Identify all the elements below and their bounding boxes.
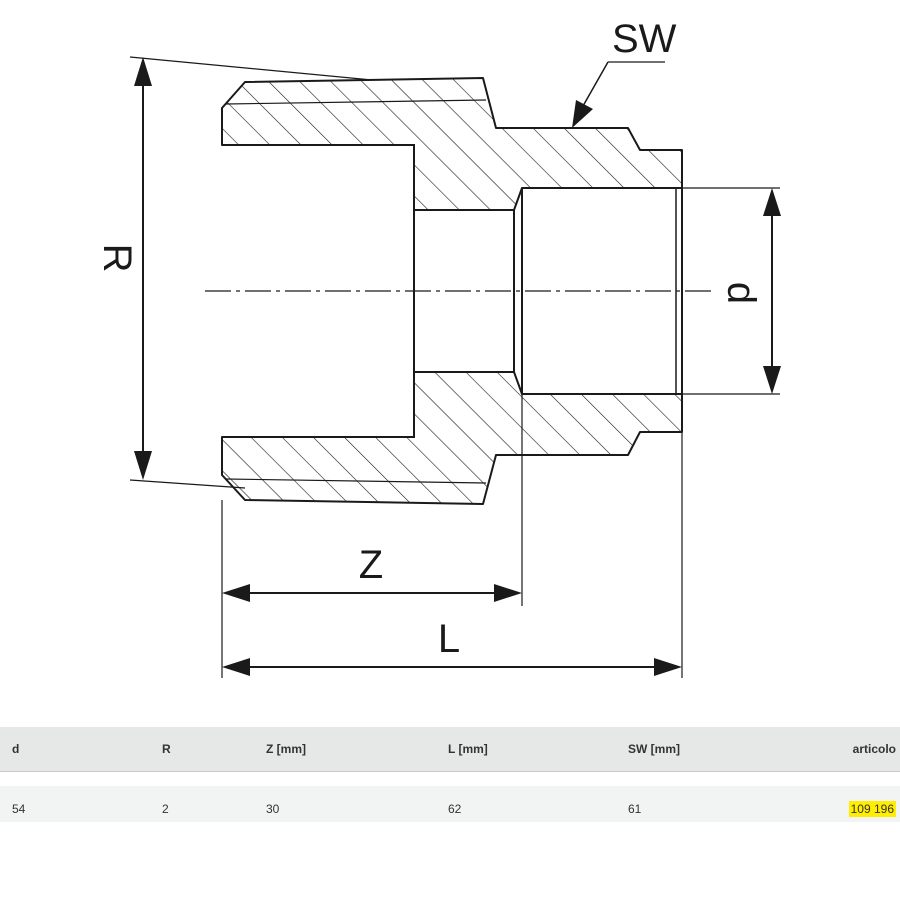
header-l: L [mm] <box>448 742 488 756</box>
cell-r: 2 <box>162 802 169 816</box>
dimensions-table: d R Z [mm] L [mm] SW [mm] articolo 54 2 … <box>0 727 900 822</box>
r-extension-bottom <box>129 479 246 489</box>
d-label: d <box>719 282 763 304</box>
cell-sw: 61 <box>628 802 642 816</box>
table-header-row: d R Z [mm] L [mm] SW [mm] articolo <box>0 727 900 772</box>
d-arrow-bottom <box>763 366 781 394</box>
sw-label: SW <box>612 17 677 61</box>
table-row: 54 2 30 62 61 109 196 <box>0 786 900 822</box>
cell-d: 54 <box>12 802 26 816</box>
header-r: R <box>162 742 171 756</box>
article-number-highlight[interactable]: 109 196 <box>848 801 896 817</box>
header-articolo: articolo <box>852 742 896 756</box>
technical-drawing: R d SW Z L <box>95 17 781 678</box>
l-arrow-left <box>222 658 250 676</box>
z-label: Z <box>359 543 383 587</box>
header-sw: SW [mm] <box>628 742 680 756</box>
sw-leader-line <box>582 61 609 107</box>
lower-thread-line <box>225 478 487 484</box>
cell-l: 62 <box>448 802 462 816</box>
z-arrow-left <box>222 584 250 602</box>
z-arrow-right <box>494 584 522 602</box>
sw-leader-arrow <box>572 100 593 128</box>
r-label: R <box>95 244 139 273</box>
d-arrow-top <box>763 188 781 216</box>
l-arrow-right <box>654 658 682 676</box>
r-extension-top <box>129 56 373 81</box>
cell-z: 30 <box>266 802 280 816</box>
l-label: L <box>438 617 460 661</box>
header-d: d <box>12 742 20 756</box>
r-arrow-bottom <box>134 451 152 480</box>
header-z: Z [mm] <box>266 742 306 756</box>
cell-articolo[interactable]: 109 196 <box>848 786 896 832</box>
upper-thread-line <box>225 99 487 105</box>
r-arrow-top <box>134 57 152 86</box>
